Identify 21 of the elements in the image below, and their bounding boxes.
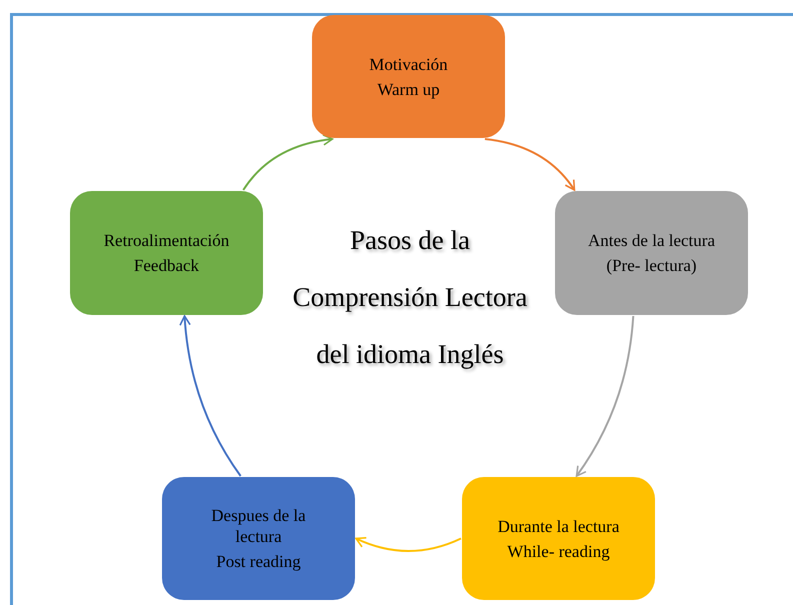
- step-box: [162, 477, 355, 600]
- curved-arrow: [355, 536, 462, 552]
- curved-arrow: [242, 134, 334, 191]
- step-text: (Pre- lectura): [606, 255, 697, 276]
- step-box: [70, 191, 263, 315]
- step-text: While- reading: [507, 540, 610, 562]
- curved-arrow: [576, 316, 634, 477]
- step-text: Motivación: [369, 54, 448, 74]
- step-text: Post reading: [216, 551, 301, 572]
- step-box: [555, 191, 748, 315]
- curved-arrow: [179, 315, 242, 477]
- diagram-title: Pasos de la Comprensión Lectora del idioma Inglés: [292, 224, 528, 371]
- curved-arrow: [484, 138, 576, 191]
- step-box: [312, 15, 505, 138]
- step-text: Antes de la lectura: [588, 230, 715, 251]
- step-text: Retroalimentación: [104, 230, 230, 251]
- step-box: [462, 477, 655, 600]
- step-text: Durante la lectura: [498, 516, 620, 536]
- step-text: Feedback: [134, 255, 200, 276]
- step-text: Despues de la lectura: [210, 505, 307, 547]
- step-text: Warm up: [377, 78, 440, 100]
